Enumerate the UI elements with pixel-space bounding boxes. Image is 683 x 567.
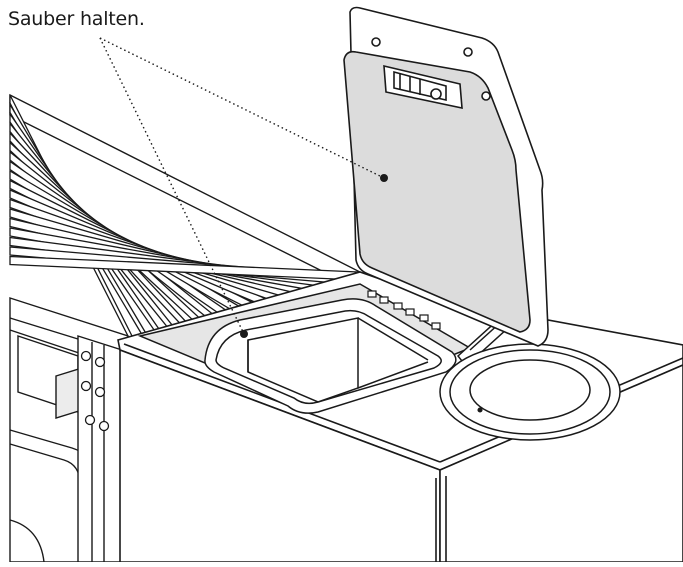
callout-leaders xyxy=(99,37,385,335)
screw-icon xyxy=(98,420,110,432)
bolt-icon xyxy=(379,296,389,304)
pellet-tank-opening xyxy=(137,283,472,414)
screw-icon xyxy=(80,350,92,362)
bolt-icon xyxy=(419,314,429,322)
left-housing xyxy=(9,297,129,563)
fin-set xyxy=(9,94,359,345)
callout-label: Sauber halten. xyxy=(8,8,145,30)
bolt-icon xyxy=(405,308,415,316)
leader-point-lid xyxy=(380,174,388,182)
screw-icon xyxy=(94,386,106,398)
screw-icon xyxy=(84,414,96,426)
rail-screws xyxy=(80,350,110,432)
round-cover-plate xyxy=(439,343,621,441)
bolt-icon xyxy=(431,322,441,330)
tank-lid xyxy=(343,6,549,347)
bolt-icon xyxy=(367,290,377,298)
bolt-icon xyxy=(393,302,403,310)
screw-icon xyxy=(80,380,92,392)
lid-hinge-bolts xyxy=(367,290,441,330)
screw-icon xyxy=(94,356,106,368)
leader-point-opening xyxy=(240,330,248,338)
